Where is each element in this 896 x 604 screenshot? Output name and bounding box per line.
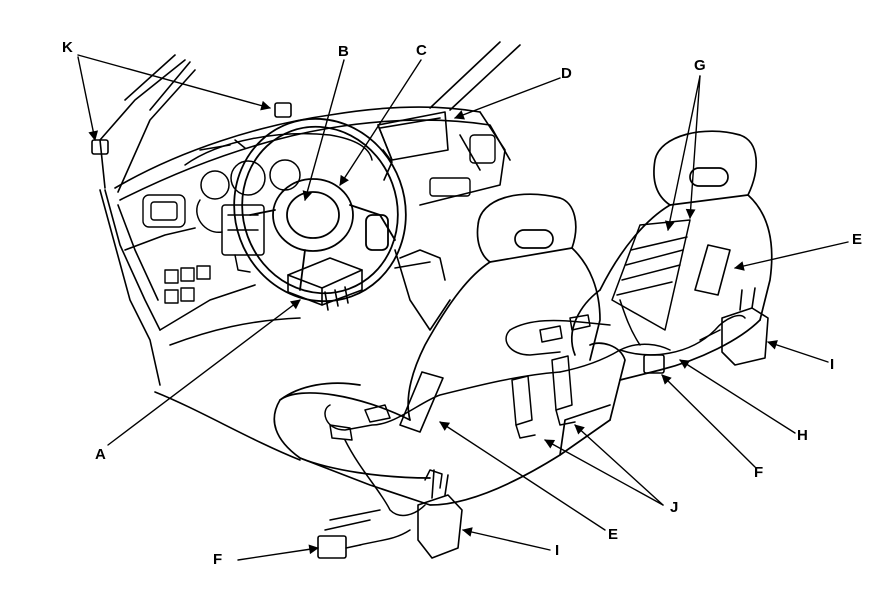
leader-lines	[77, 54, 849, 561]
buckle-tensioners	[511, 355, 576, 439]
label-b: B	[338, 43, 349, 60]
front-impact-sensors	[91, 102, 292, 155]
passenger-airbag	[377, 111, 449, 181]
label-h: H	[797, 427, 808, 444]
passenger-side-airbag	[694, 244, 731, 296]
label-c: C	[416, 42, 427, 59]
label-j: J	[670, 499, 679, 516]
opds-sensor-frame	[611, 219, 691, 331]
side-impact-sensors	[417, 287, 769, 559]
label-a: A	[95, 446, 106, 463]
label-i-bottom: I	[555, 542, 560, 559]
label-g: G	[694, 57, 706, 74]
driver-side-airbag	[399, 371, 444, 433]
label-e-bottom: E	[608, 526, 619, 543]
label-i-right: I	[830, 356, 835, 373]
instrument-cluster	[184, 133, 373, 200]
wire-harness	[324, 299, 746, 546]
srs-unit	[287, 257, 363, 311]
label-d: D	[561, 65, 572, 82]
side-control-unit	[196, 199, 265, 273]
label-f-right: F	[754, 464, 764, 481]
dash-vents	[142, 134, 496, 304]
label-k: K	[62, 39, 73, 56]
steering-wheel	[233, 117, 407, 303]
label-f-left: F	[213, 551, 223, 568]
driver-seat	[273, 193, 626, 506]
label-e-right: E	[852, 231, 863, 248]
